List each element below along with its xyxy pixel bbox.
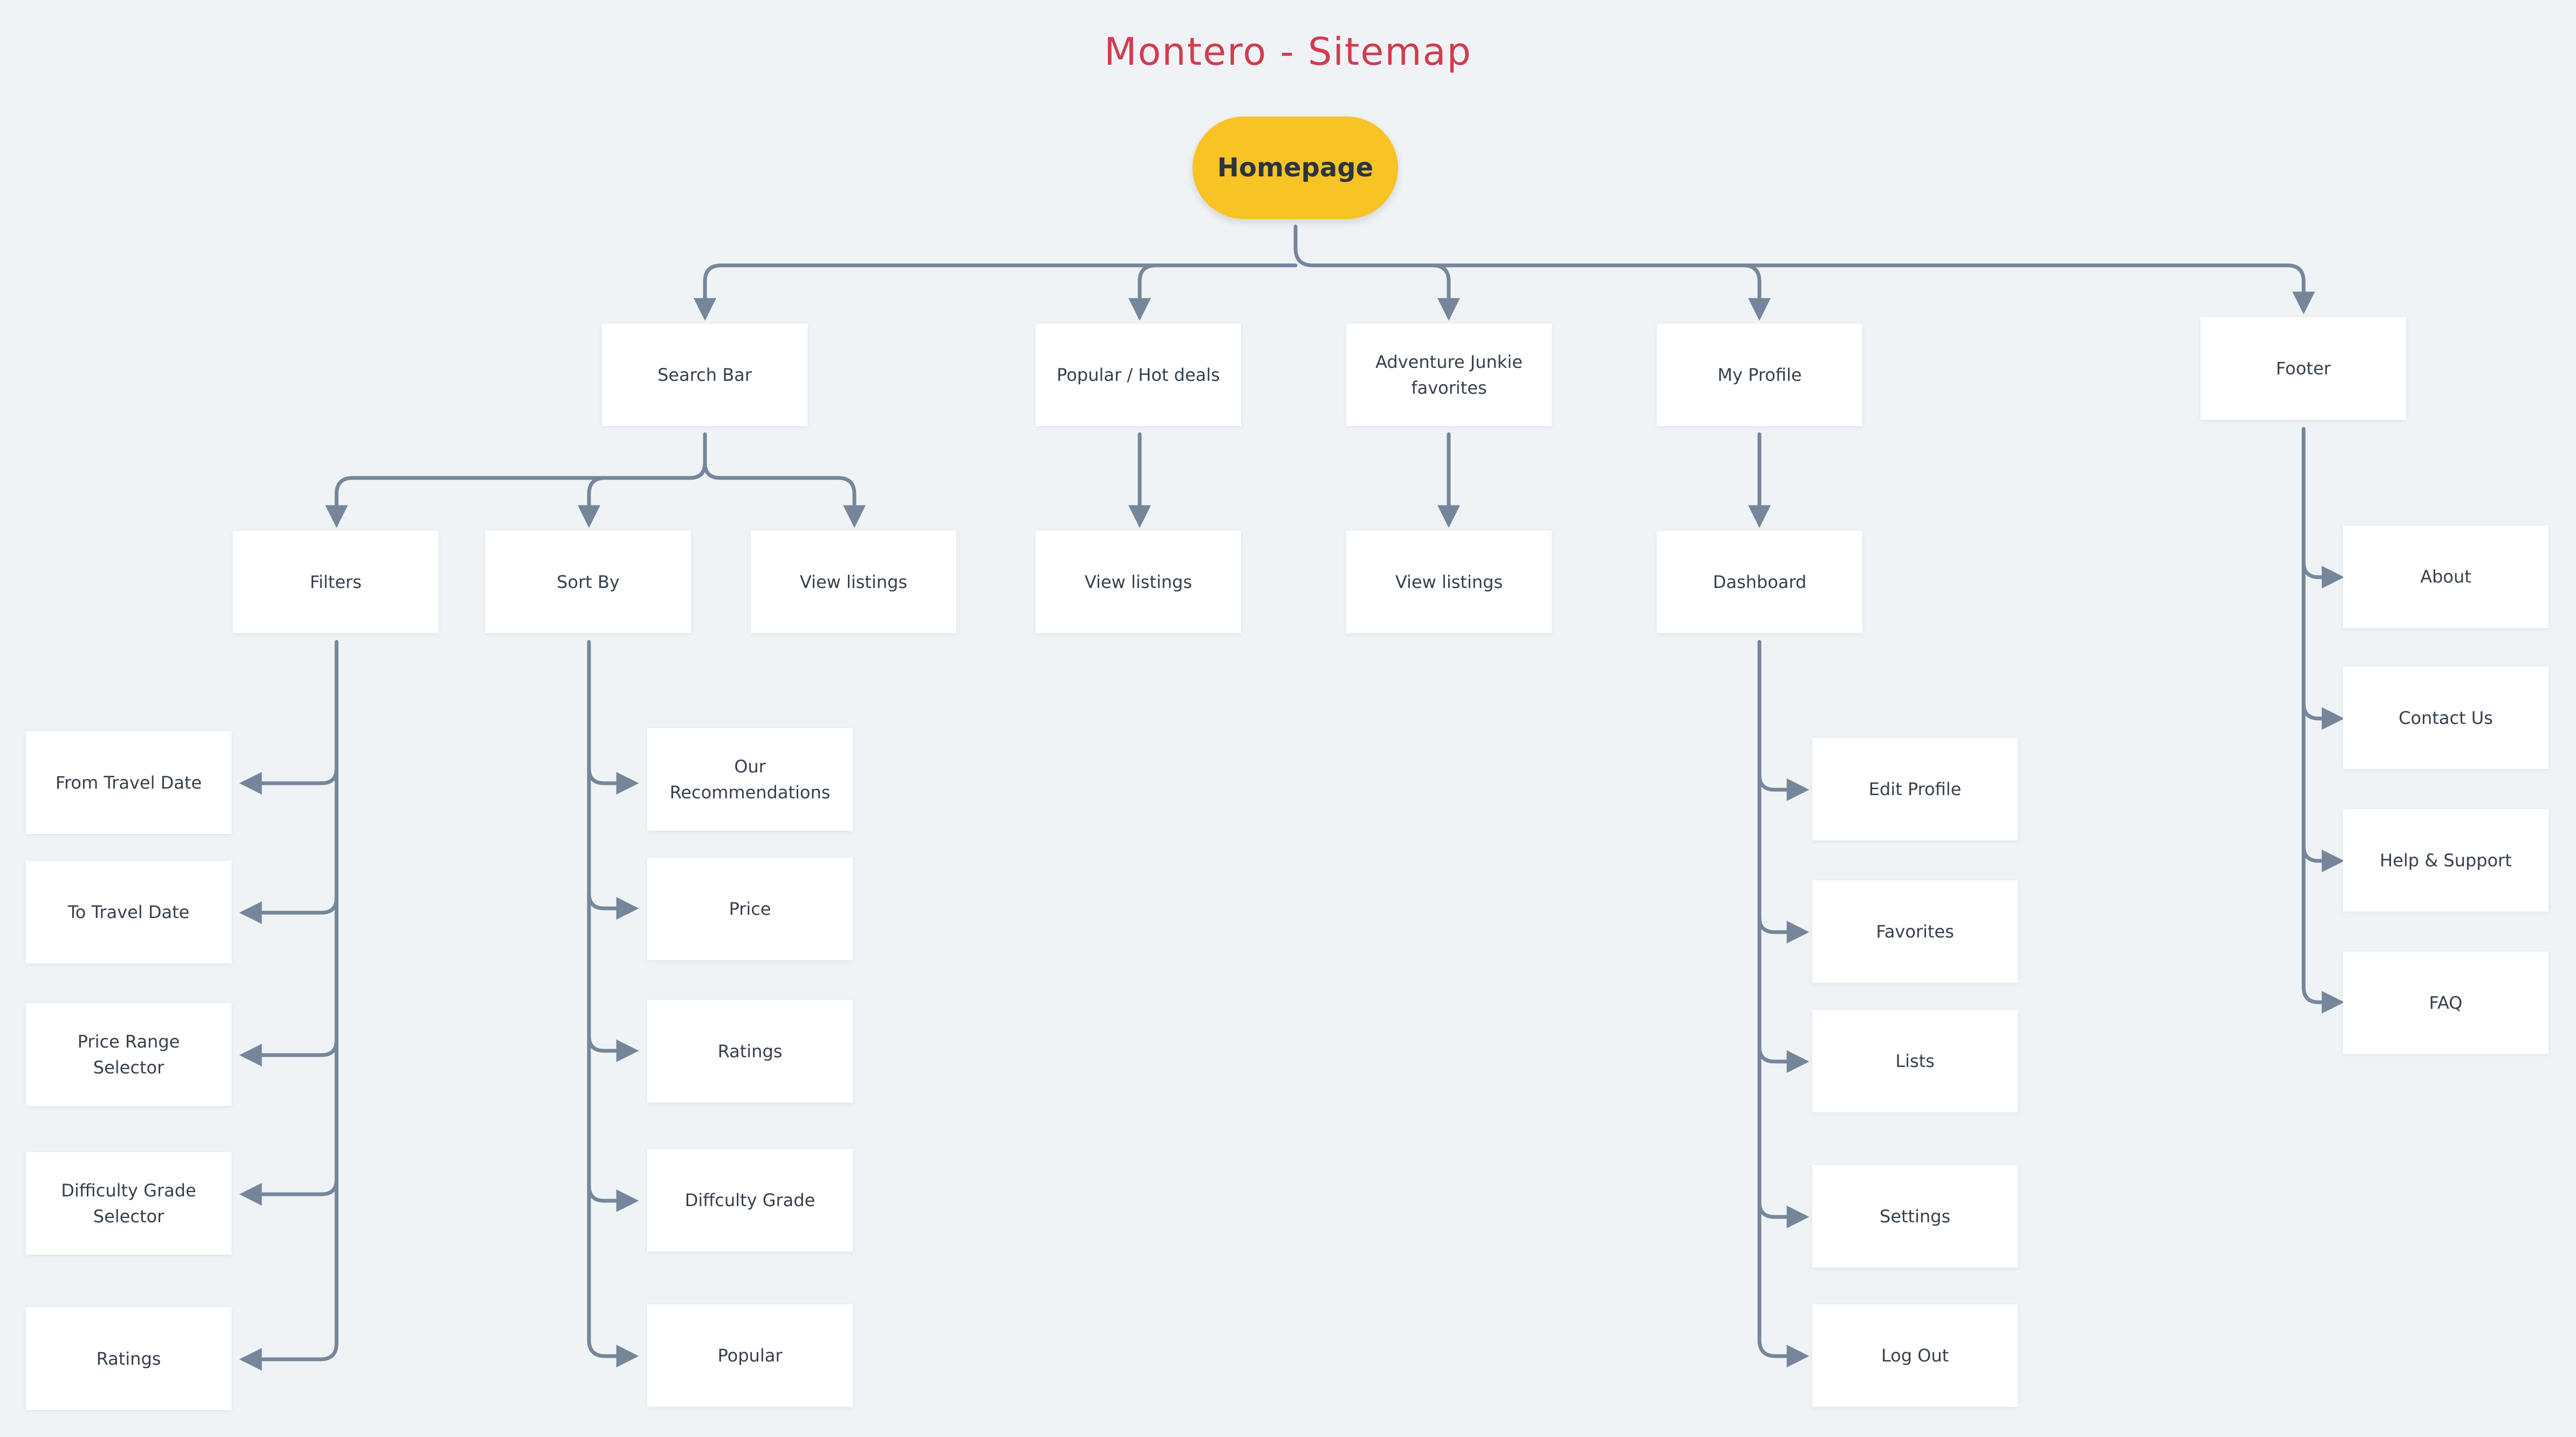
node-to-travel-date: To Travel Date <box>26 861 231 963</box>
node-our-recommendations: Our Recommendations <box>647 728 853 831</box>
node-contact-us: Contact Us <box>2343 667 2548 769</box>
connector-to-footer <box>2285 263 2315 314</box>
node-help-support: Help & Support <box>2343 809 2548 912</box>
node-sort-by: Sort By <box>485 531 691 633</box>
node-lists: Lists <box>1812 1010 2018 1112</box>
connector-to-favorites <box>1757 915 1810 943</box>
node-adventure-junkie-favorites: Adventure Junkie favorites <box>1346 324 1552 426</box>
connector-filters-trunk <box>239 640 339 1371</box>
connector-to-search-view-listings <box>703 461 866 528</box>
page-title: Montero - Sitemap <box>1104 30 1472 74</box>
connector-to-to-travel-date <box>239 895 339 924</box>
connector-to-diffculty-grade <box>587 1183 639 1212</box>
node-popular-view-listings: View listings <box>1036 531 1241 633</box>
node-homepage: Homepage <box>1193 117 1398 219</box>
connector-to-about <box>2301 560 2345 589</box>
node-from-travel-date: From Travel Date <box>26 731 231 834</box>
node-favorites: Favorites <box>1812 880 2018 983</box>
node-footer: Footer <box>2201 317 2406 420</box>
node-price: Price <box>647 858 853 960</box>
connector-homepage-trunk <box>1293 224 2290 268</box>
node-faq: FAQ <box>2343 952 2548 1054</box>
node-filters: Filters <box>233 531 439 633</box>
connector-to-from-travel-date <box>239 766 339 795</box>
connector-to-price <box>587 891 639 920</box>
node-dashboard: Dashboard <box>1657 531 1862 633</box>
node-adventure-view-listings: View listings <box>1346 531 1552 633</box>
connector-to-lists <box>1757 1044 1810 1073</box>
node-diffculty-grade: Diffculty Grade <box>647 1149 853 1251</box>
node-edit-profile: Edit Profile <box>1812 738 2018 840</box>
connector-to-help-support <box>2301 844 2345 872</box>
connector-to-price-range-selector <box>239 1038 339 1066</box>
node-about: About <box>2343 525 2548 628</box>
connector-to-sort-ratings <box>587 1034 639 1062</box>
connector-to-my-profile <box>1741 263 1771 321</box>
connector-to-our-recommendations <box>587 766 639 795</box>
connector-to-edit-profile <box>1757 772 1810 801</box>
connector-to-search-bar <box>694 263 723 321</box>
node-popular: Popular <box>647 1304 853 1407</box>
node-sort-ratings: Ratings <box>647 1000 853 1103</box>
connector-to-popular-hot-deals <box>1128 263 1158 321</box>
connector-to-difficulty-grade-selector <box>239 1177 339 1206</box>
node-my-profile: My Profile <box>1657 324 1862 426</box>
node-difficulty-grade-selector: Difficulty Grade Selector <box>26 1152 231 1255</box>
connector-to-sort-by <box>578 461 707 528</box>
node-popular-hot-deals: Popular / Hot deals <box>1036 324 1241 426</box>
node-search-view-listings: View listings <box>751 531 956 633</box>
node-filter-ratings: Ratings <box>26 1308 231 1410</box>
connector-sort-by-trunk <box>587 640 639 1367</box>
node-price-range-selector: Price Range Selector <box>26 1003 231 1106</box>
connector-to-settings <box>1757 1200 1810 1228</box>
node-log-out: Log Out <box>1812 1304 2018 1407</box>
connector-to-adventure-junkie <box>1430 263 1460 321</box>
connector-footer-trunk <box>2301 427 2345 1014</box>
connector-to-contact-us <box>2301 701 2345 730</box>
node-search-bar: Search Bar <box>602 324 807 426</box>
node-settings: Settings <box>1812 1165 2018 1268</box>
connector-dashboard-trunk <box>1757 640 1810 1367</box>
